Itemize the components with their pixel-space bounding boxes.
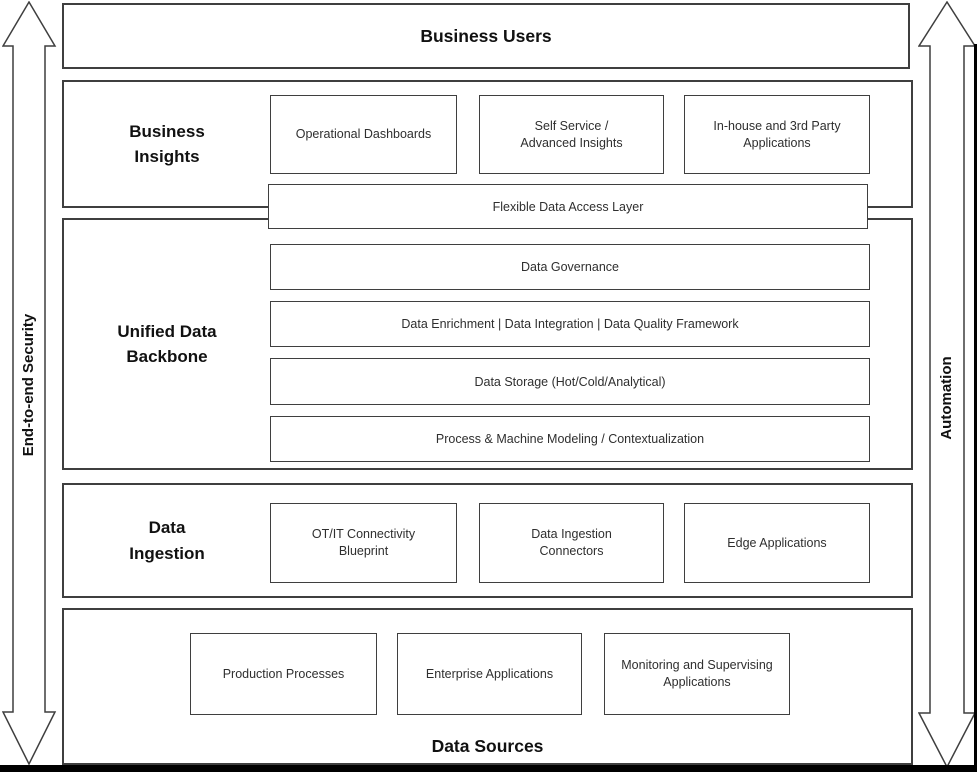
business-insights-label: Business Insights [129, 121, 205, 167]
row-data-enrichment-integration-quality-label: Data Enrichment | Data Integration | Dat… [401, 317, 739, 331]
box-production-processes-label: Production Processes [222, 666, 345, 681]
row-data-governance: Data Governance [270, 244, 870, 290]
data-sources-label: Data Sources [431, 736, 544, 756]
box-self-service-insights-label: Self Service / Advanced Insights [520, 118, 623, 150]
row-process-machine-modeling: Process & Machine Modeling / Contextuali… [270, 416, 870, 462]
box-monitoring-supervising-applications: Monitoring and Supervising Applications [604, 633, 790, 715]
box-edge-applications-label: Edge Applications [727, 535, 827, 550]
box-monitoring-supervising-applications-label: Monitoring and Supervising Applications [621, 658, 773, 689]
box-production-processes: Production Processes [190, 633, 377, 715]
unified-data-backbone-label-zone: Unified Data Backbone [64, 220, 270, 468]
business-users-label: Business Users [420, 25, 552, 46]
business-insights-section: Business Insights Operational Dashboards… [62, 80, 913, 208]
business-users-banner: Business Users [62, 3, 910, 69]
data-sources-section: Production Processes Enterprise Applicat… [62, 608, 913, 765]
box-inhouse-3rdparty-applications: In-house and 3rd Party Applications [684, 95, 870, 174]
right-edge-line [974, 44, 977, 772]
box-data-ingestion-connectors: Data Ingestion Connectors [479, 503, 664, 583]
bottom-edge-line [0, 765, 977, 772]
flexible-data-access-layer-label: Flexible Data Access Layer [492, 199, 644, 214]
box-flexible-data-access-layer: Flexible Data Access Layer [268, 184, 868, 229]
box-enterprise-applications-label: Enterprise Applications [425, 666, 554, 681]
box-operational-dashboards-label: Operational Dashboards [295, 127, 432, 142]
row-data-storage-label: Data Storage (Hot/Cold/Analytical) [474, 374, 666, 389]
data-ingestion-label: Data Ingestion [129, 518, 205, 563]
data-ingestion-section: Data Ingestion OT/IT Connectivity Bluepr… [62, 483, 913, 598]
box-otit-connectivity-blueprint-label: OT/IT Connectivity Blueprint [311, 527, 416, 558]
security-arrow [2, 1, 57, 766]
row-data-storage: Data Storage (Hot/Cold/Analytical) [270, 358, 870, 405]
business-insights-label-zone: Business Insights [64, 82, 270, 206]
automation-arrow-label: Automation [938, 356, 955, 440]
box-operational-dashboards: Operational Dashboards [270, 95, 457, 174]
security-arrow-label: End-to-end Security [20, 313, 37, 457]
unified-data-backbone-section: Unified Data Backbone Data Governance Da… [62, 218, 913, 470]
data-ingestion-label-zone: Data Ingestion [64, 485, 270, 596]
box-edge-applications: Edge Applications [684, 503, 870, 583]
box-inhouse-3rdparty-applications-label: In-house and 3rd Party Applications [713, 118, 841, 150]
box-data-ingestion-connectors-label: Data Ingestion Connectors [531, 527, 612, 558]
box-self-service-insights: Self Service / Advanced Insights [479, 95, 664, 174]
box-otit-connectivity-blueprint: OT/IT Connectivity Blueprint [270, 503, 457, 583]
row-data-governance-label: Data Governance [521, 260, 619, 274]
row-process-machine-modeling-label: Process & Machine Modeling / Contextuali… [435, 432, 705, 446]
row-data-enrichment-integration-quality: Data Enrichment | Data Integration | Dat… [270, 301, 870, 347]
unified-data-backbone-label: Unified Data Backbone [117, 321, 217, 367]
box-enterprise-applications: Enterprise Applications [397, 633, 582, 715]
